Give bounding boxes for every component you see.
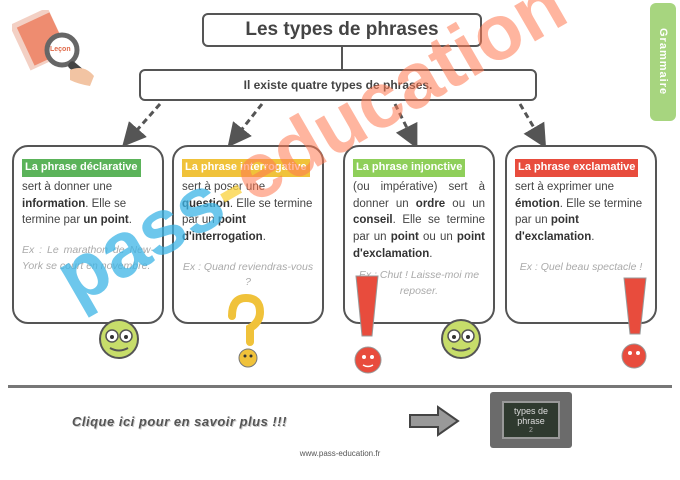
keyword: conseil	[353, 214, 393, 227]
card-example: Ex : Quand reviendras-vous ?	[182, 260, 314, 289]
card-example: Ex : Le marathon de New-York se court en…	[22, 243, 154, 272]
card-declarative: La phrase déclarative sert à donner une …	[12, 145, 164, 324]
exclamation-character-icon	[621, 277, 647, 369]
question-mark-character-icon	[228, 294, 264, 368]
text-run: . Elle se termine par un	[353, 214, 485, 243]
text-run: . Elle se termine par	[22, 197, 127, 227]
text-run: (ou impérative) sert à donner un	[353, 180, 485, 210]
smiley-character-icon	[99, 319, 139, 359]
thumbnail-badge: 2	[529, 426, 533, 434]
intro-box: Il existe quatre types de phrases.	[139, 69, 537, 101]
card-example: Ex : Chut ! Laisse-moi me reposer.	[358, 269, 480, 298]
card-label: La phrase interrogative	[182, 159, 310, 177]
arrow-to-injonctive	[393, 103, 418, 149]
arrow-to-interrogative	[227, 103, 264, 148]
keyword: point d'interrogation	[182, 214, 263, 243]
card-description: sert à donner une information. Elle se t…	[22, 179, 154, 229]
divider	[8, 385, 672, 388]
footer-url[interactable]: www.pass-education.fr	[299, 449, 381, 458]
thumbnail-line1: types de	[513, 406, 549, 416]
keyword: information	[22, 197, 86, 210]
text-run: .	[429, 247, 433, 260]
thumbnail-line2: phrase	[517, 415, 545, 426]
card-description: sert à poser une question. Elle se termi…	[182, 179, 314, 246]
page-title: Les types de phrases	[202, 13, 482, 47]
text-run: ou un	[445, 197, 485, 210]
dashed-arrows	[122, 103, 547, 149]
text-run: ou un	[418, 230, 457, 243]
text-run: .	[591, 230, 595, 243]
next-lesson-thumbnail[interactable]: types de phrase 2	[490, 392, 572, 448]
lecon-logo: Leçon	[9, 7, 102, 90]
card-example: Ex : Quel beau spectacle !	[519, 260, 643, 273]
card-label: La phrase exclamative	[515, 159, 639, 177]
text-run: sert à poser une	[182, 180, 266, 193]
text-run: sert à donner une	[22, 180, 113, 193]
keyword: question	[182, 197, 230, 210]
keyword: point	[390, 230, 419, 243]
text-run: sert à exprimer une	[515, 180, 615, 193]
arrow-to-exclamative	[518, 103, 547, 149]
card-label: La phrase injonctive	[353, 159, 466, 177]
text-run: .	[128, 214, 132, 227]
text-run: . Elle se termine par un	[515, 197, 643, 227]
arrow-to-declarative	[122, 103, 162, 147]
keyword: émotion	[515, 197, 560, 210]
smiley-character-icon	[441, 319, 481, 359]
keyword: point d'exclamation	[515, 214, 592, 243]
arrow-right-icon[interactable]	[408, 404, 460, 438]
card-description: (ou impérative) sert à donner un ordre o…	[353, 179, 485, 262]
side-tab-grammaire[interactable]: Grammaire	[650, 3, 676, 121]
side-tab-label: Grammaire	[657, 28, 669, 96]
keyword: point d'exclamation	[353, 230, 485, 260]
card-label: La phrase déclarative	[22, 159, 141, 177]
connector-line	[341, 47, 343, 69]
card-description: sert à exprimer une émotion. Elle se ter…	[515, 179, 647, 246]
keyword: ordre	[415, 197, 446, 210]
exclamation-character-icon	[354, 275, 382, 374]
more-info-link[interactable]: Clique ici pour en savoir plus !!!	[72, 414, 287, 429]
text-run: .	[262, 230, 266, 243]
keyword: un point	[83, 214, 129, 227]
thumbnail-board: types de phrase 2	[502, 401, 560, 439]
lecon-logo-label: Leçon	[50, 46, 71, 53]
text-run: . Elle se termine par un	[182, 197, 313, 227]
